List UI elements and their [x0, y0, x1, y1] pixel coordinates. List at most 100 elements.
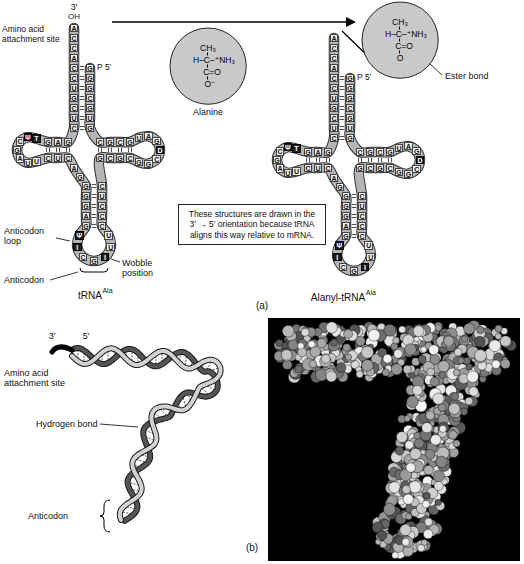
nucleotide: G: [304, 148, 313, 157]
circle-shape: [362, 2, 438, 78]
nucleotide: C: [16, 137, 25, 146]
nucleotide: C: [70, 64, 79, 73]
base-pair-line: [340, 109, 344, 110]
anticodon-bracket: [80, 268, 108, 272]
nucleotide: A: [314, 148, 323, 157]
base-pair-line: [326, 158, 327, 162]
nucleotide: C: [70, 104, 79, 113]
nucleotide: U: [54, 154, 63, 163]
nucleotide: A: [82, 212, 91, 221]
annotation-label: Anticodon loop: [4, 226, 54, 247]
hydrogen-bond-line: [123, 512, 131, 514]
atom-sphere: [326, 322, 337, 333]
nucleotide: C: [330, 114, 339, 123]
atom-sphere: [396, 431, 407, 442]
atom-sphere: [345, 354, 351, 360]
nucleotide: G: [395, 168, 404, 177]
anticodon-brace: [100, 500, 110, 532]
nucleotide: I: [333, 253, 342, 262]
nucleotide: G: [116, 154, 125, 163]
amino-acid-circle: CH₃H–C–⁺NH₃C=OO: [361, 1, 439, 79]
base-pair-line: [340, 96, 344, 97]
amino-acid-circle: CH₃H–C–⁺NH₃C=OO⁻Alanine: [169, 27, 247, 105]
nucleotide: I: [101, 253, 110, 262]
nucleotide: C: [64, 154, 73, 163]
base-pair-line: [128, 148, 129, 152]
panel-label: (b): [246, 542, 258, 554]
base-pair-line: [80, 76, 84, 77]
nucleotide: C: [376, 148, 385, 157]
base-pair-line: [352, 217, 356, 218]
nucleotide: C: [152, 155, 161, 164]
atom-sphere: [326, 371, 337, 382]
annotation-label: Hydrogen bond: [36, 419, 98, 429]
base-pair-line: [92, 214, 96, 215]
base-pair-line: [352, 224, 356, 225]
base-pair-line: [391, 158, 392, 162]
panel-label: (a): [256, 300, 268, 312]
nucleotide: A: [70, 54, 79, 63]
molecule-name: tRNA: [78, 290, 102, 302]
nucleotide: G: [152, 137, 161, 146]
atom-sphere: [282, 360, 292, 370]
atom-sphere: [395, 446, 404, 455]
atom-sphere: [453, 440, 460, 447]
atom-sphere: [422, 422, 432, 432]
base-pair-line: [352, 214, 356, 215]
atom-sphere: [423, 492, 430, 499]
atom-sphere: [368, 329, 380, 341]
nucleotide: I: [73, 243, 82, 252]
atom-sphere: [467, 371, 479, 383]
atom-sphere: [423, 529, 433, 539]
note-text: These structures are drawn in the 3′ → 5…: [185, 209, 319, 240]
base-pair-line: [340, 99, 344, 100]
nucleotide: C: [70, 74, 79, 83]
base-pair-line: [92, 184, 96, 185]
nucleotide: C: [304, 164, 313, 173]
atom-sphere: [400, 524, 411, 535]
nucleotide: G: [356, 164, 365, 173]
atom-sphere: [343, 344, 351, 352]
nucleotide: G: [86, 124, 95, 133]
nucleotide: U: [358, 202, 367, 211]
nucleotide: U: [346, 124, 355, 133]
atom-sphere: [435, 499, 441, 505]
molecule-name: Alanine: [193, 107, 223, 117]
nucleotide: G: [106, 138, 115, 147]
note-box: These structures are drawn in the 3′ → 5…: [178, 204, 326, 245]
hydrogen-bond-line: [160, 409, 166, 415]
base-pair-line: [340, 89, 344, 90]
nucleotide: G: [86, 104, 95, 113]
nucleotide: A: [144, 132, 153, 141]
atom-sphere: [444, 336, 454, 346]
base-pair-line: [92, 187, 96, 188]
nucleotide: G: [44, 138, 53, 147]
nucleotide: G: [96, 154, 105, 163]
formula-text: O⁻: [204, 79, 215, 88]
atom-sphere: [344, 329, 353, 338]
arrow-head: [346, 17, 356, 27]
base-pair-line: [319, 158, 320, 162]
hydrogen-bond-line: [202, 389, 208, 394]
base-pair-line: [352, 227, 356, 228]
nucleotide: U: [98, 192, 107, 201]
end-label: P 5′: [97, 63, 111, 73]
formula-text: O: [397, 54, 404, 63]
base-pair-line: [329, 158, 330, 162]
nucleotide: C: [79, 253, 88, 262]
base-pair-line: [66, 148, 67, 152]
nucleotide: C: [358, 222, 367, 231]
atom-sphere: [328, 340, 339, 351]
atom-sphere: [321, 354, 330, 363]
base-pair-line: [340, 86, 344, 87]
nucleotide: U: [70, 114, 79, 123]
atom-sphere: [454, 348, 462, 356]
nucleotide: I: [361, 263, 370, 272]
atom-sphere: [465, 397, 473, 405]
nucleotide: C: [358, 192, 367, 201]
atom-sphere: [464, 323, 475, 334]
nucleotide: C: [412, 165, 421, 174]
base-pair-line: [49, 148, 50, 152]
base-pair-line: [340, 106, 344, 107]
